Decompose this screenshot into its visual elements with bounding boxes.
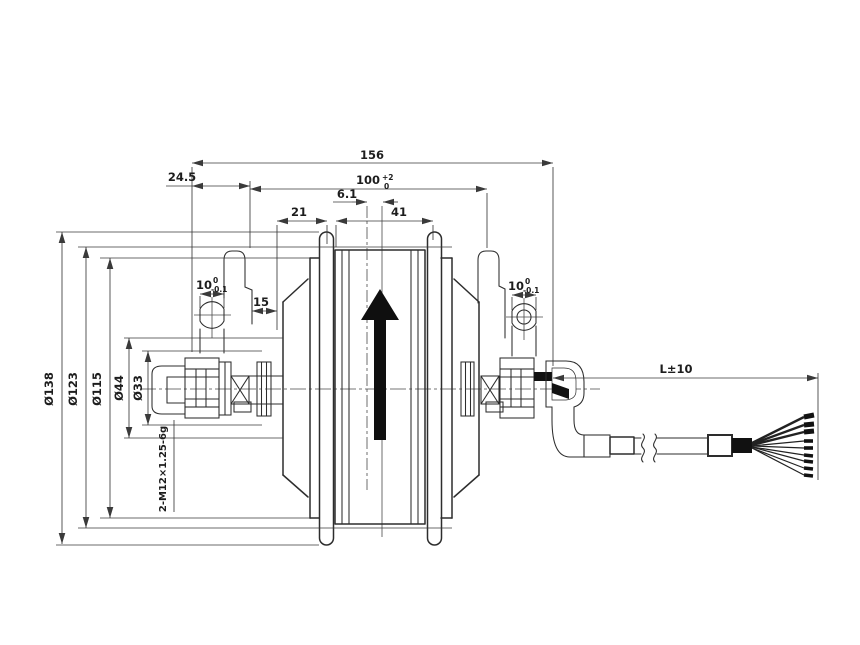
freewheel-flange <box>256 361 272 417</box>
wire-fanout <box>751 415 805 476</box>
axle-assembly-right <box>460 357 553 419</box>
dimension-lines <box>58 159 819 545</box>
cable-corrugated-sleeve <box>583 434 611 458</box>
dim-dropout-spacing-upper-tol: +2 <box>382 173 394 182</box>
dim-dia-body: Ø123 <box>66 372 80 406</box>
dim-axle-flat-right: 10 <box>508 279 524 293</box>
dim-axle-flat-right-upper-tol: 0 <box>525 277 530 286</box>
motor-cable <box>545 360 815 478</box>
wire-terminals <box>803 412 815 478</box>
dim-dia-cover: Ø115 <box>90 372 104 406</box>
cable-boot-elbow <box>545 360 585 458</box>
dropout-left <box>199 250 253 354</box>
dim-axle-flat-left-upper-tol: 0 <box>213 276 218 285</box>
dim-cable-length: L±10 <box>660 362 693 376</box>
bearing-washer-right <box>460 361 475 417</box>
dim-dia-freewheel: Ø33 <box>131 375 145 401</box>
cable-connector-b <box>707 434 733 457</box>
dim-dropout-inset: 15 <box>253 295 269 309</box>
dropout-right <box>477 250 537 357</box>
dim-flange-right: 41 <box>391 205 407 219</box>
dim-dia-freewheel-boss: Ø44 <box>112 375 126 401</box>
dim-axle-flat-left: 10 <box>196 278 212 292</box>
cable-ferrule <box>732 438 752 453</box>
axle-end-cap-left <box>151 365 186 415</box>
dim-flange-left: 21 <box>291 205 307 219</box>
dim-dropout-spacing: 100 <box>356 173 380 187</box>
dim-axle-thread-callout: 2-M12×1.25-6g <box>158 426 169 512</box>
motor-body <box>282 231 480 546</box>
rotation-direction-arrow <box>361 289 399 440</box>
centerlines <box>140 206 600 537</box>
spoke-flange-left <box>318 231 335 546</box>
axle-assembly-left <box>151 357 284 419</box>
dim-axle-flat-left-lower-tol: -0.1 <box>211 285 227 294</box>
locknut-left <box>184 368 220 408</box>
dim-dia-shell: Ø138 <box>42 372 56 406</box>
dim-overall-length: 156 <box>360 148 384 162</box>
extension-lines <box>56 167 819 546</box>
cable-connector-a <box>609 436 635 455</box>
spoke-flange-right <box>426 231 443 546</box>
cable-break-symbol <box>641 433 645 463</box>
axle-hole-section-right <box>511 303 537 331</box>
dimension-labels: 156 24.5 100 +2 0 6.1 21 41 15 10 0 -0.1… <box>42 148 692 512</box>
motor-drum <box>334 249 426 525</box>
axle-thread-section-left <box>230 375 250 405</box>
dim-axle-flat-right-lower-tol: -0.1 <box>523 286 539 295</box>
dim-dropout-spacing-lower-tol: 0 <box>384 182 389 191</box>
dim-left-end-to-dropout: 24.5 <box>168 170 196 184</box>
axle-thread-section-right <box>480 375 500 405</box>
axle-flat-section-left <box>199 301 225 329</box>
locknut-right <box>499 368 535 408</box>
dim-center-offset: 6.1 <box>337 187 357 201</box>
cable-exit <box>534 372 553 381</box>
